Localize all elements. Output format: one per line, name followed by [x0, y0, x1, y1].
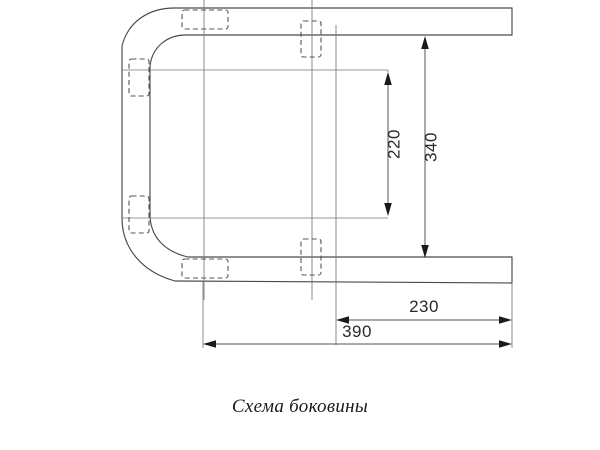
- tube-outer-contour: [121, 7, 513, 284]
- drawing-caption: Схема боковины: [232, 396, 368, 417]
- weld-marker-bottom-middle: [300, 238, 322, 276]
- dimension-340-arrow-bottom: [421, 245, 429, 258]
- tube-frame-geometry: [121, 7, 513, 284]
- dimension-390-arrow-right: [499, 340, 512, 348]
- dimension-230-label: 230: [409, 297, 439, 316]
- weld-marker-top-left: [181, 9, 229, 30]
- dimension-390-label: 390: [342, 322, 372, 341]
- dimension-220-label: 220: [384, 129, 403, 159]
- construction-lines: [122, 0, 389, 345]
- tube-inner-contour: [149, 34, 513, 258]
- dimension-390: 390: [202, 281, 513, 348]
- dimension-390-arrow-left: [203, 340, 216, 348]
- dimension-230: 230: [336, 283, 513, 324]
- dimension-230-arrow-left: [336, 316, 349, 324]
- dimension-340-arrow-top: [421, 36, 429, 49]
- dimension-220-arrow-bottom: [384, 203, 392, 216]
- dimension-340: 340: [421, 36, 440, 258]
- weld-marker-top-middle: [300, 20, 322, 58]
- dimension-340-label: 340: [421, 132, 440, 162]
- dimension-220-arrow-top: [384, 72, 392, 85]
- weld-marker-left-lower: [128, 195, 150, 234]
- weld-marker-bottom-left: [181, 258, 229, 279]
- weld-marker-left-upper: [128, 58, 150, 97]
- dimension-230-arrow-right: [499, 316, 512, 324]
- dimension-220: 220: [384, 72, 403, 216]
- weld-markers-group: [128, 9, 322, 279]
